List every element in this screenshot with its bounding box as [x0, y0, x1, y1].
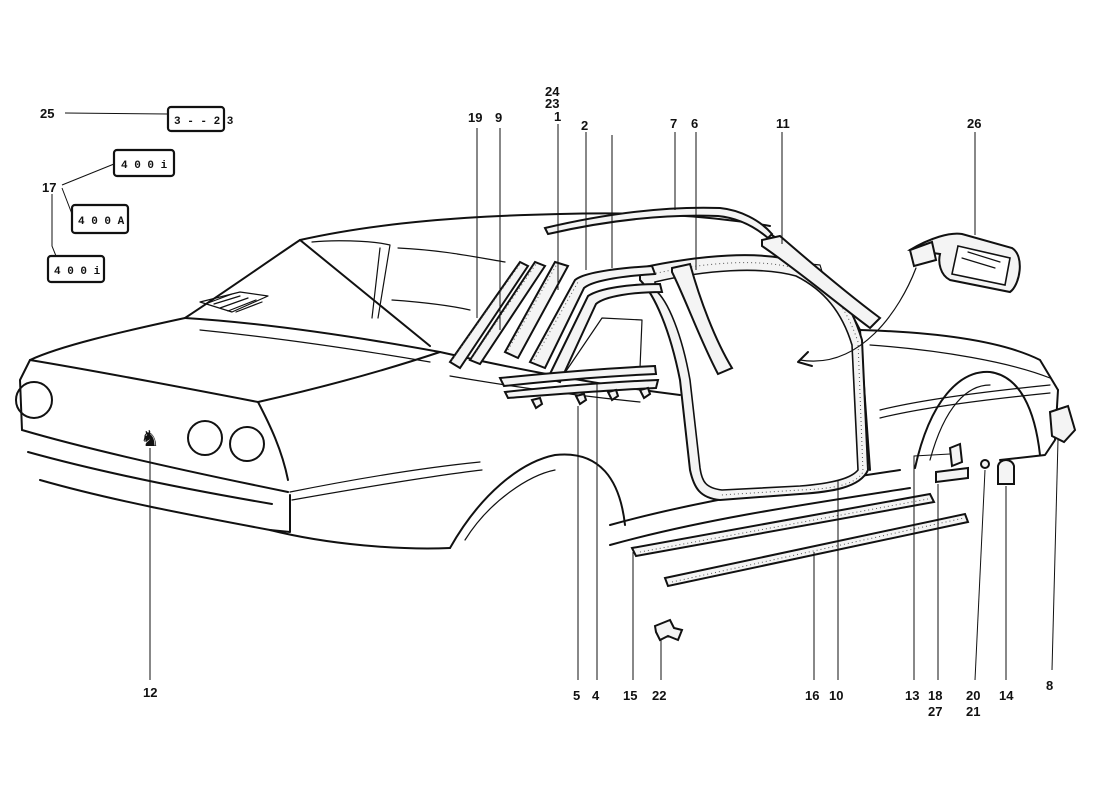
tail-lamp-inner-left — [187, 420, 223, 456]
grommet-20 — [980, 459, 990, 469]
label-12: 12 — [143, 685, 157, 700]
rear-view-mirror — [907, 232, 1021, 294]
badge-17c: 4 0 0 i — [46, 254, 106, 284]
label-17: 17 — [42, 180, 56, 195]
part-labels: 25 17 24 23 1 19 9 2 7 6 11 26 12 5 4 15… — [40, 84, 1053, 719]
sill-molding-15 — [630, 492, 936, 558]
label-25: 25 — [40, 106, 54, 121]
label-21: 21 — [966, 704, 980, 719]
clips-row — [530, 386, 652, 410]
roof-drip-molding — [543, 206, 774, 240]
tail-lamp-inner-right — [229, 426, 265, 462]
tail-lamp-left — [15, 381, 53, 419]
leader-lines — [51, 112, 1059, 681]
strip-18 — [935, 466, 969, 484]
label-4: 4 — [592, 688, 600, 703]
label-5: 5 — [573, 688, 580, 703]
badge-17c-text: 4 0 0 i — [54, 266, 101, 278]
mirror-arrow — [799, 267, 917, 362]
badge-17a-text: 4 0 0 i — [121, 160, 168, 172]
label-8: 8 — [1046, 678, 1053, 693]
hinge-8 — [1048, 404, 1077, 444]
badge-17b: 4 0 0 A — [70, 203, 130, 235]
vent-grille — [199, 291, 269, 313]
label-7: 7 — [670, 116, 677, 131]
prancing-horse-icon: ♞ — [140, 427, 160, 452]
label-13: 13 — [905, 688, 919, 703]
roof-rail-molding — [761, 234, 882, 330]
label-16: 16 — [805, 688, 819, 703]
label-18: 18 — [928, 688, 942, 703]
label-1: 1 — [554, 109, 561, 124]
label-26: 26 — [967, 116, 981, 131]
label-6: 6 — [691, 116, 698, 131]
badge-25: 3 - - 2 3 — [166, 105, 234, 133]
prancing-horse-emblem: ♞ — [140, 427, 160, 452]
label-10: 10 — [829, 688, 843, 703]
label-20: 20 — [966, 688, 980, 703]
label-27: 27 — [928, 704, 942, 719]
badge-17b-text: 4 0 0 A — [78, 216, 125, 228]
label-11: 11 — [776, 116, 790, 131]
label-14: 14 — [999, 688, 1014, 703]
clip-13 — [948, 442, 964, 468]
badge-17a: 4 0 0 i — [112, 148, 176, 178]
label-9: 9 — [495, 110, 502, 125]
label-24: 24 — [545, 84, 560, 99]
clip-22 — [653, 618, 684, 642]
plug-14 — [997, 459, 1015, 485]
label-2: 2 — [581, 118, 588, 133]
label-22: 22 — [652, 688, 666, 703]
label-19: 19 — [468, 110, 482, 125]
window-seals — [448, 260, 734, 400]
label-23: 23 — [545, 96, 559, 111]
badge-25-text: 3 - - 2 3 — [174, 116, 234, 128]
label-15: 15 — [623, 688, 637, 703]
